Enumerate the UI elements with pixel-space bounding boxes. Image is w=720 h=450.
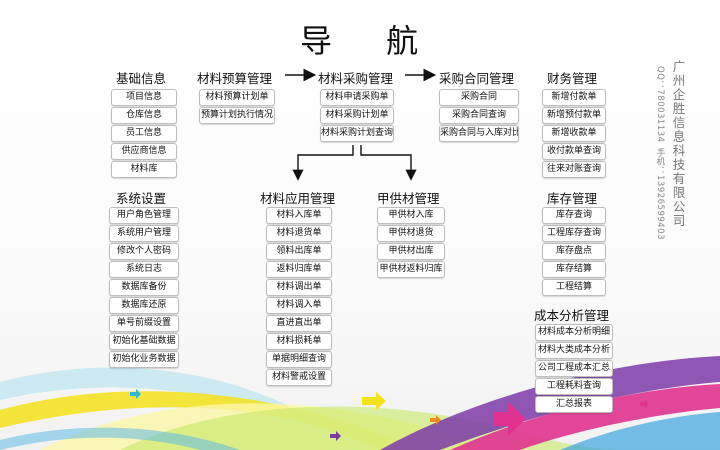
heading-cost-analysis: 成本分析管理 (534, 305, 609, 324)
btn-payment-receipt-query[interactable]: 收付款单查询 (542, 143, 606, 160)
btn-budget-execution[interactable]: 预算计划执行情况 (199, 107, 275, 124)
btn-supplier-info[interactable]: 供应商信息 (111, 143, 177, 160)
btn-owner-stockin[interactable]: 甲供材入库 (377, 207, 445, 224)
btn-summary-report[interactable]: 汇总报表 (535, 396, 613, 413)
btn-owner-return-stock[interactable]: 甲供材返料归库 (377, 261, 445, 278)
btn-new-receipt[interactable]: 新增收款单 (542, 125, 606, 142)
btn-system-log[interactable]: 系统日志 (109, 261, 179, 278)
btn-material-loss[interactable]: 材料损耗单 (266, 333, 332, 350)
btn-project-material-query[interactable]: 工程耗料查询 (535, 378, 613, 395)
page-title: 导 航 (300, 16, 440, 62)
btn-material-transfer-in[interactable]: 材料调入单 (266, 297, 332, 314)
btn-material-return[interactable]: 材料退货单 (266, 225, 332, 242)
company-phone: 手机：13926599403 (654, 148, 666, 240)
heading-purchase-contract: 采购合同管理 (439, 68, 514, 87)
btn-material-stockin[interactable]: 材料入库单 (266, 207, 332, 224)
btn-material-issue[interactable]: 领料出库单 (266, 243, 332, 260)
btn-budget-plan[interactable]: 材料预算计划单 (199, 89, 275, 106)
btn-material-return-stock[interactable]: 返料归库单 (266, 261, 332, 278)
heading-inventory: 库存管理 (547, 188, 597, 207)
btn-category-cost-analysis[interactable]: 材料大类成本分析 (535, 342, 613, 359)
arrow-purchase-to-jiagong (361, 145, 411, 178)
btn-number-prefix[interactable]: 单号前缀设置 (109, 315, 179, 332)
btn-material-library[interactable]: 材料库 (111, 161, 177, 178)
btn-material-transfer-out[interactable]: 材料调出单 (266, 279, 332, 296)
btn-direct-in-out[interactable]: 直进直出单 (266, 315, 332, 332)
company-name: 广州企胜信息科技有限公司 (671, 60, 687, 228)
heading-material-application: 材料应用管理 (260, 188, 335, 207)
btn-contract-query[interactable]: 采购合同查询 (439, 107, 519, 124)
btn-owner-issue[interactable]: 甲供材出库 (377, 243, 445, 260)
btn-material-cost-detail[interactable]: 材料成本分析明细 (535, 324, 613, 341)
btn-new-prepayment[interactable]: 新增预付款单 (542, 107, 606, 124)
btn-purchase-plan[interactable]: 材料采购计划单 (320, 107, 394, 124)
btn-warehouse-info[interactable]: 仓库信息 (111, 107, 177, 124)
btn-company-project-cost[interactable]: 公司工程成本汇总 (535, 360, 613, 377)
btn-material-alert-setting[interactable]: 材料警戒设置 (266, 369, 332, 386)
heading-system-settings: 系统设置 (116, 188, 166, 207)
company-qq: QQ：780031134 (654, 66, 666, 143)
btn-purchase-plan-query[interactable]: 材料采购计划查询 (320, 125, 394, 142)
btn-db-restore[interactable]: 数据库还原 (109, 297, 179, 314)
btn-owner-return[interactable]: 甲供材退货 (377, 225, 445, 242)
heading-material-budget: 材料预算管理 (197, 68, 272, 87)
btn-stock-query[interactable]: 库存查询 (542, 207, 606, 224)
btn-new-payment[interactable]: 新增付款单 (542, 89, 606, 106)
arrow-purchase-to-application (298, 145, 353, 178)
btn-project-stock-query[interactable]: 工程库存查询 (542, 225, 606, 242)
btn-project-info[interactable]: 项目信息 (111, 89, 177, 106)
heading-material-purchase: 材料采购管理 (318, 68, 393, 87)
btn-system-users[interactable]: 系统用户管理 (109, 225, 179, 242)
btn-project-settlement[interactable]: 工程结算 (542, 279, 606, 296)
btn-reconciliation-query[interactable]: 往来对账查询 (542, 161, 606, 178)
btn-db-backup[interactable]: 数据库备份 (109, 279, 179, 296)
btn-contract-vs-stockin[interactable]: 采购合同与入库对比 (439, 125, 519, 142)
heading-basic-info: 基础信息 (116, 68, 166, 87)
btn-purchase-contract[interactable]: 采购合同 (439, 89, 519, 106)
btn-init-base-data[interactable]: 初始化基础数据 (109, 333, 179, 350)
btn-init-business-data[interactable]: 初始化业务数据 (109, 351, 179, 368)
btn-stocktaking[interactable]: 库存盘点 (542, 243, 606, 260)
btn-employee-info[interactable]: 员工信息 (111, 125, 177, 142)
btn-user-roles[interactable]: 用户角色管理 (109, 207, 179, 224)
btn-purchase-request[interactable]: 材料申请采购单 (320, 89, 394, 106)
btn-stock-settlement[interactable]: 库存结算 (542, 261, 606, 278)
heading-finance: 财务管理 (547, 68, 597, 87)
btn-change-password[interactable]: 修改个人密码 (109, 243, 179, 260)
btn-document-detail-query[interactable]: 单据明细查询 (266, 351, 332, 368)
heading-owner-supplied: 甲供材管理 (377, 188, 440, 207)
